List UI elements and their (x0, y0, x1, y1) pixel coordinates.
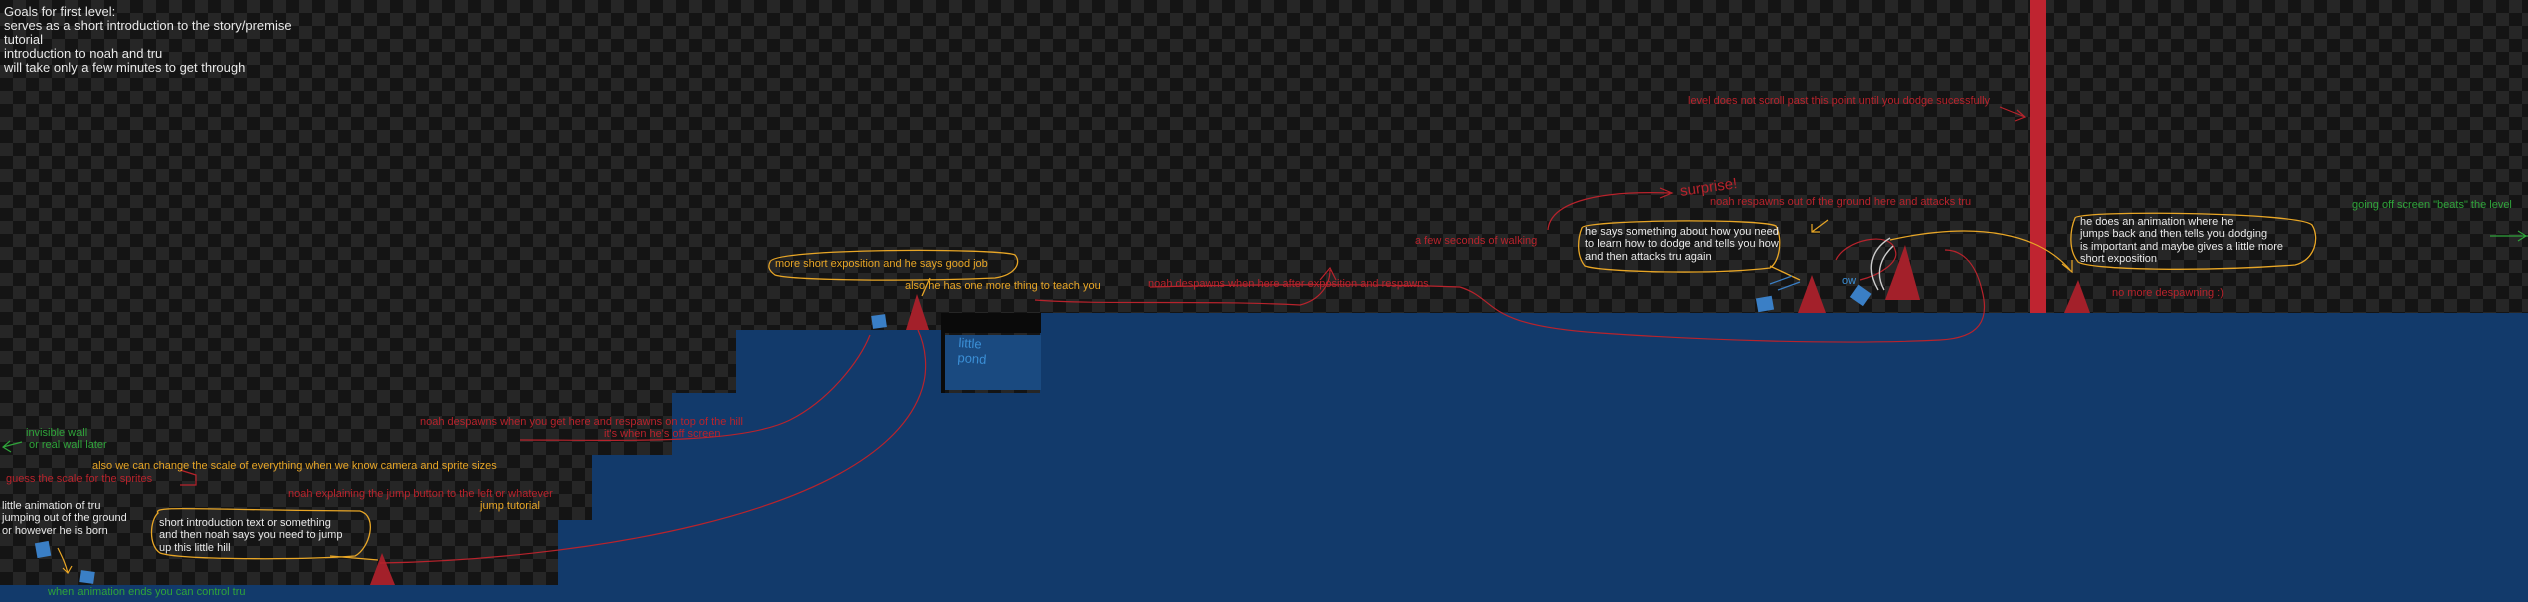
control-tru-note: when animation ends you can control tru (48, 586, 246, 598)
invisible-wall-arrow (1, 440, 23, 453)
respawn-arrow (1811, 219, 1829, 233)
scroll-limit-bar (2030, 0, 2046, 313)
pond-gap-top (941, 313, 1041, 333)
noah-despawns-note: noah despawns when you get here and resp… (420, 416, 743, 428)
attack-swirl (1835, 238, 1897, 281)
pond-gap-left (941, 313, 945, 393)
little-pond (945, 335, 1041, 390)
tru-animation-note: little animation of tru jumping out of t… (2, 500, 127, 537)
animation-bubble-text: he does an animation where he jumps back… (2080, 216, 2283, 265)
goal-item: introduction to noah and tru (4, 46, 163, 61)
dodge-slash (1870, 237, 1894, 291)
tru-hit-sprite (1849, 284, 1872, 307)
ow-lines (1769, 275, 1801, 291)
despawn-walk-underline (1149, 249, 1986, 343)
intro-speech-bubble (150, 507, 379, 561)
goal-item: serves as a short introduction to the st… (4, 18, 292, 33)
goal-item: will take only a few minutes to get thro… (4, 60, 246, 75)
noah-sprite-end (2064, 280, 2090, 313)
noah-sprite-attack (1798, 275, 1826, 313)
little-pond-label: little pond (957, 335, 987, 367)
sprite-bracket (179, 469, 197, 486)
walking-arrow (1547, 187, 1674, 231)
ow-label: ow (1842, 275, 1857, 287)
sprite-scale-note: guess the scale for the sprites (6, 473, 153, 485)
offscreen-arrow (2490, 230, 2528, 242)
exposition-bubble-text: more short exposition and he says good j… (775, 258, 988, 270)
goals-heading: Goals for first level: (4, 4, 116, 19)
scroll-limit-note: level does not scroll past this point un… (1688, 95, 1991, 107)
despawn-walk-note: noah despawns when here after exposition… (1148, 278, 1429, 290)
scale-note: also we can change the scale of everythi… (92, 460, 497, 472)
one-more-thing-note: also he has one more thing to teach you (905, 280, 1101, 292)
jump-tutorial-note: jump tutorial (480, 500, 540, 512)
no-despawning-note: no more despawning :) (2112, 287, 2224, 299)
noah-sprite-start (370, 553, 395, 585)
scroll-note-arrow (1999, 106, 2027, 122)
noah-back-arrow (379, 329, 927, 564)
animation-speech-bubble (2070, 212, 2317, 270)
pond-pit (800, 330, 943, 393)
noah-arrow-to-end (1889, 230, 2073, 274)
terrain (0, 313, 2528, 602)
goals-list: Goals for first level: serves as a short… (4, 5, 292, 75)
tru-anim-arrow (57, 547, 73, 574)
red-annotation-lines (179, 106, 2027, 564)
despawn-hill-line (519, 334, 871, 442)
offscreen-beats-note: going off screen "beats" the level (2352, 199, 2512, 211)
despawn-walk-line (1034, 266, 1337, 306)
tru-start-sprite (34, 540, 52, 559)
invisible-wall-note: invisible wall or real wall later (26, 427, 107, 452)
exposition-speech-bubble (768, 249, 1019, 297)
dodge-bubble-text: he says something about how you need to … (1585, 226, 1779, 263)
noah-explaining-note: noah explaining the jump button to the l… (288, 488, 553, 500)
goal-item: tutorial (4, 32, 44, 47)
tru-hill-sprite (871, 314, 887, 329)
few-seconds-note: a few seconds of walking (1415, 235, 1538, 247)
noah-sprite-jump (1885, 245, 1920, 300)
tru-land-sprite (79, 570, 95, 584)
tru-dodge-sprite (1755, 295, 1775, 313)
dodge-speech-bubble (1577, 220, 1801, 281)
hill-offscreen-note: it's when he's off screen (604, 428, 721, 440)
noah-sprite-hill (906, 294, 929, 330)
intro-bubble-text: short introduction text or something and… (159, 517, 343, 554)
ground-terrain (0, 313, 2528, 602)
noah-respawns-note: noah respawns out of the ground here and… (1710, 196, 1972, 208)
